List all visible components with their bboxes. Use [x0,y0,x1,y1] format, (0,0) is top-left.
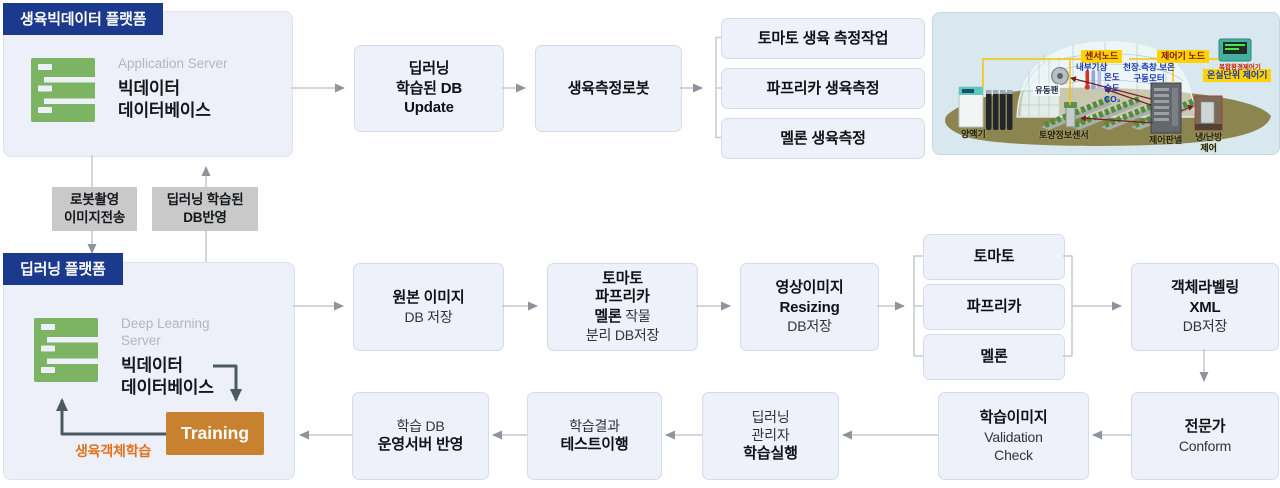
server-icon [31,58,95,122]
flow-box-test-run: 학습결과 테스트이행 [527,392,662,480]
greenhouse-photo-panel: 센서노드 제어기 노드 온실단위 제어기 복합환경제어기 내부기상 천장.측창.… [932,12,1280,155]
growth-bigdata-platform-panel: Application Server 빅데이터 데이터베이스 [3,11,293,157]
growth-platform-header: 생육빅데이터 플랫폼 [3,3,164,35]
co2-label: CO₂ [1104,94,1121,104]
control-panel-label: 제어판넬 [1149,135,1183,145]
server-type-label: Deep Learning Server [121,316,210,348]
db-feedback-label: 딥러닝 학습된 DB반영 [152,187,258,231]
temp-label: 온도 [1104,72,1120,82]
flow-box-db-update: 딥러닝 학습된 DB Update [354,45,504,132]
flow-box-validation-check: 학습이미지 Validation Check [938,392,1089,480]
crop-box-melon: 멜론 [923,334,1065,380]
flow-box-training-run: 딥러닝 관리자 학습실행 [702,392,839,480]
controller-node-label: 제어기 노드 [1157,50,1209,63]
server-type-label: Application Server [118,56,228,71]
greenhouse-illustration [945,38,1271,146]
flow-box-measure-robot: 생육측정로봇 [535,45,682,132]
humidity-label: 습도 [1104,83,1120,93]
drive-motor-label: 천장.측창.보온 구동모터 [1123,62,1175,83]
flow-box-crop-separation: 토마토 파프리카 멜론 작물 분리 DB저장 [547,263,698,351]
deeplearning-platform-panel: Deep Learning Server 빅데이터 데이터베이스 [3,262,295,480]
hvac-label: 냉/난방 제어 [1195,132,1223,153]
nutrient-machine-label: 양액기 [961,129,986,139]
greenhouse-controller-label: 온실단위 제어기 [1203,69,1272,82]
robot-image-transfer-label: 로봇촬영 이미지전송 [52,187,137,231]
crop-box-paprika: 파프리카 [923,284,1065,330]
server-name-line1: 빅데이터 [118,78,180,98]
sensor-node-label: 센서노드 [1081,50,1123,63]
task-box-melon: 멜론 생육측정 [721,118,925,159]
flow-box-deploy-db: 학습 DB 운영서버 반영 [352,392,489,480]
flow-box-resizing: 영상이미지 Resizing DB저장 [740,263,879,351]
server-icon [34,318,98,382]
training-box: Training [166,412,264,455]
training-note: 생육객체학습 [75,443,152,459]
deeplearning-platform-header: 딥러닝 플랫폼 [3,253,123,285]
flow-box-object-labeling: 객체라벨링 XML DB저장 [1131,263,1279,351]
crop-box-tomato: 토마토 [923,234,1065,280]
indoor-weather-label: 내부기상 [1076,62,1108,72]
task-box-tomato: 토마토 생육 측정작업 [721,18,925,59]
controller-device-caption: 복합환경제어기 [1219,64,1261,71]
flow-box-original-image: 원본 이미지 DB 저장 [353,263,504,351]
flow-box-expert-conform: 전문가 Conform [1131,392,1279,480]
server-name-line2: 데이터베이스 [118,100,211,120]
task-box-paprika: 파프리카 생육측정 [721,68,925,109]
soil-sensor-label: 토양정보센서 [1039,130,1089,140]
fan-label: 유동팬 [1033,84,1061,96]
server-name-line2: 데이터베이스 [121,377,214,397]
server-name-line1: 빅데이터 [121,355,183,375]
